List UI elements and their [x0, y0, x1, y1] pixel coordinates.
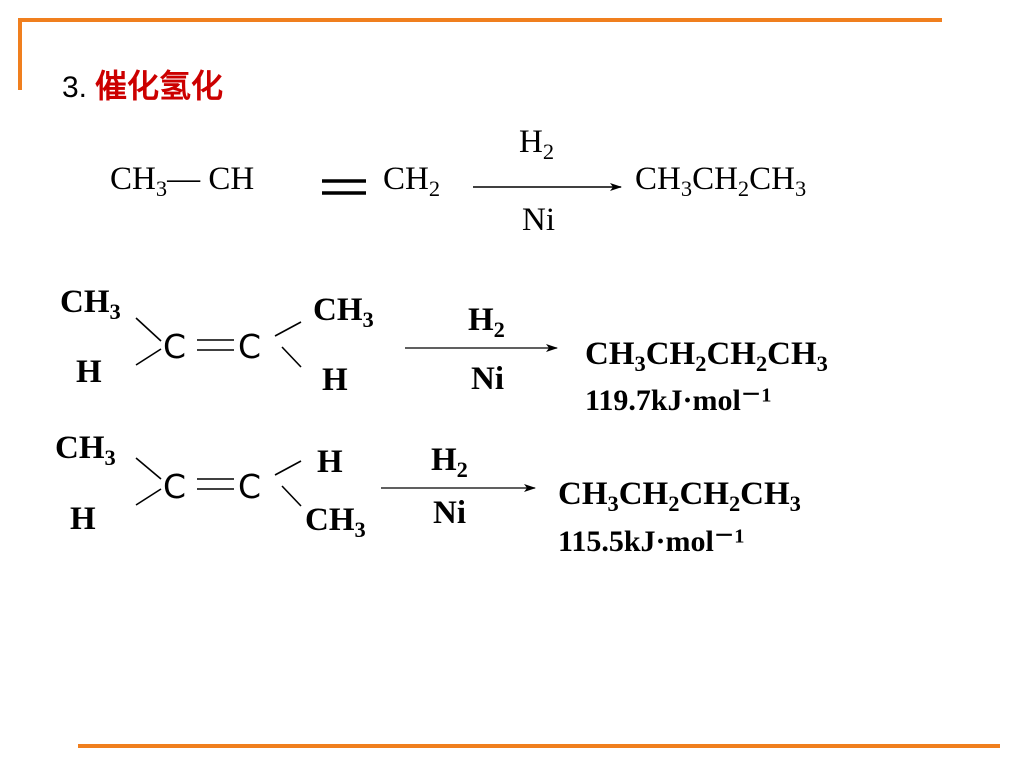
r2-carbon-left: C [163, 327, 187, 366]
formula-group: CH [740, 476, 790, 512]
formula-group: CH [706, 336, 756, 372]
formula-subscript: 3 [680, 176, 693, 202]
r2-bottom-right: H [322, 362, 348, 398]
r1-reagent: H2 [519, 124, 555, 165]
r2-carbon-right: C [238, 327, 262, 366]
r1-reactant-right: CH2 [383, 161, 441, 202]
formula-group: CH [585, 336, 635, 372]
r2-reagent: H2 [468, 302, 505, 343]
r3-bottom-left: H [70, 501, 96, 537]
title-number: 3. [62, 71, 88, 104]
formula-group: CH [692, 161, 738, 197]
frame-top-line [20, 18, 942, 22]
formula-subscript: 3 [634, 351, 646, 377]
r2-top-left: CH3 [60, 284, 121, 325]
r1-catalyst: Ni [522, 202, 555, 238]
r3-reagent: H2 [431, 442, 468, 483]
formula-subscript: 2 [695, 351, 707, 377]
r2-top-right: CH3 [313, 292, 374, 333]
frame-bottom-line [78, 744, 1000, 748]
r3-energy: 115.5kJ·mol－1 [558, 525, 745, 558]
formula-group: CH [618, 476, 669, 512]
r3-bottom-right: CH3 [305, 502, 366, 543]
r2-bonds [135, 317, 302, 368]
formula-subscript: 3 [789, 491, 801, 517]
r1-product: CH3CH2CH3 [635, 161, 806, 200]
title-text: 催化氢化 [95, 67, 224, 105]
formula-group: CH [767, 336, 817, 372]
formula-group: CH [635, 161, 681, 197]
r3-bonds [135, 457, 302, 507]
formula-subscript: 2 [668, 491, 680, 517]
frame-left-line [18, 18, 22, 90]
r3-catalyst: Ni [433, 495, 466, 531]
formula-subscript: 3 [607, 491, 619, 517]
slide-title: 3. 催化氢化 [62, 70, 223, 103]
formula-group: CH [558, 476, 608, 512]
r2-energy: 119.7kJ·mol－1 [585, 384, 772, 417]
formula-subscript: 2 [737, 176, 750, 202]
formula-group: CH [645, 336, 696, 372]
r3-top-left: CH3 [55, 430, 116, 471]
formula-subscript: 3 [794, 176, 807, 202]
formula-subscript: 3 [816, 351, 828, 377]
formula-subscript: 2 [728, 491, 741, 517]
r3-product: CH3CH2CH2CH3 [558, 476, 801, 515]
r2-catalyst: Ni [471, 361, 504, 397]
r1-reactant-left: CH3— CH [110, 161, 255, 202]
formula-group: CH [749, 161, 795, 197]
r3-carbon-left: C [163, 467, 187, 506]
r1-single-bond: — [167, 161, 201, 197]
r1-double-bond [322, 179, 366, 195]
formula-subscript: 2 [755, 351, 768, 377]
r2-product: CH3CH2CH2CH3 [585, 336, 828, 375]
r2-bottom-left: H [76, 354, 102, 390]
formula-group: CH [679, 476, 729, 512]
r3-top-right: H [317, 444, 343, 480]
r3-carbon-right: C [238, 467, 262, 506]
